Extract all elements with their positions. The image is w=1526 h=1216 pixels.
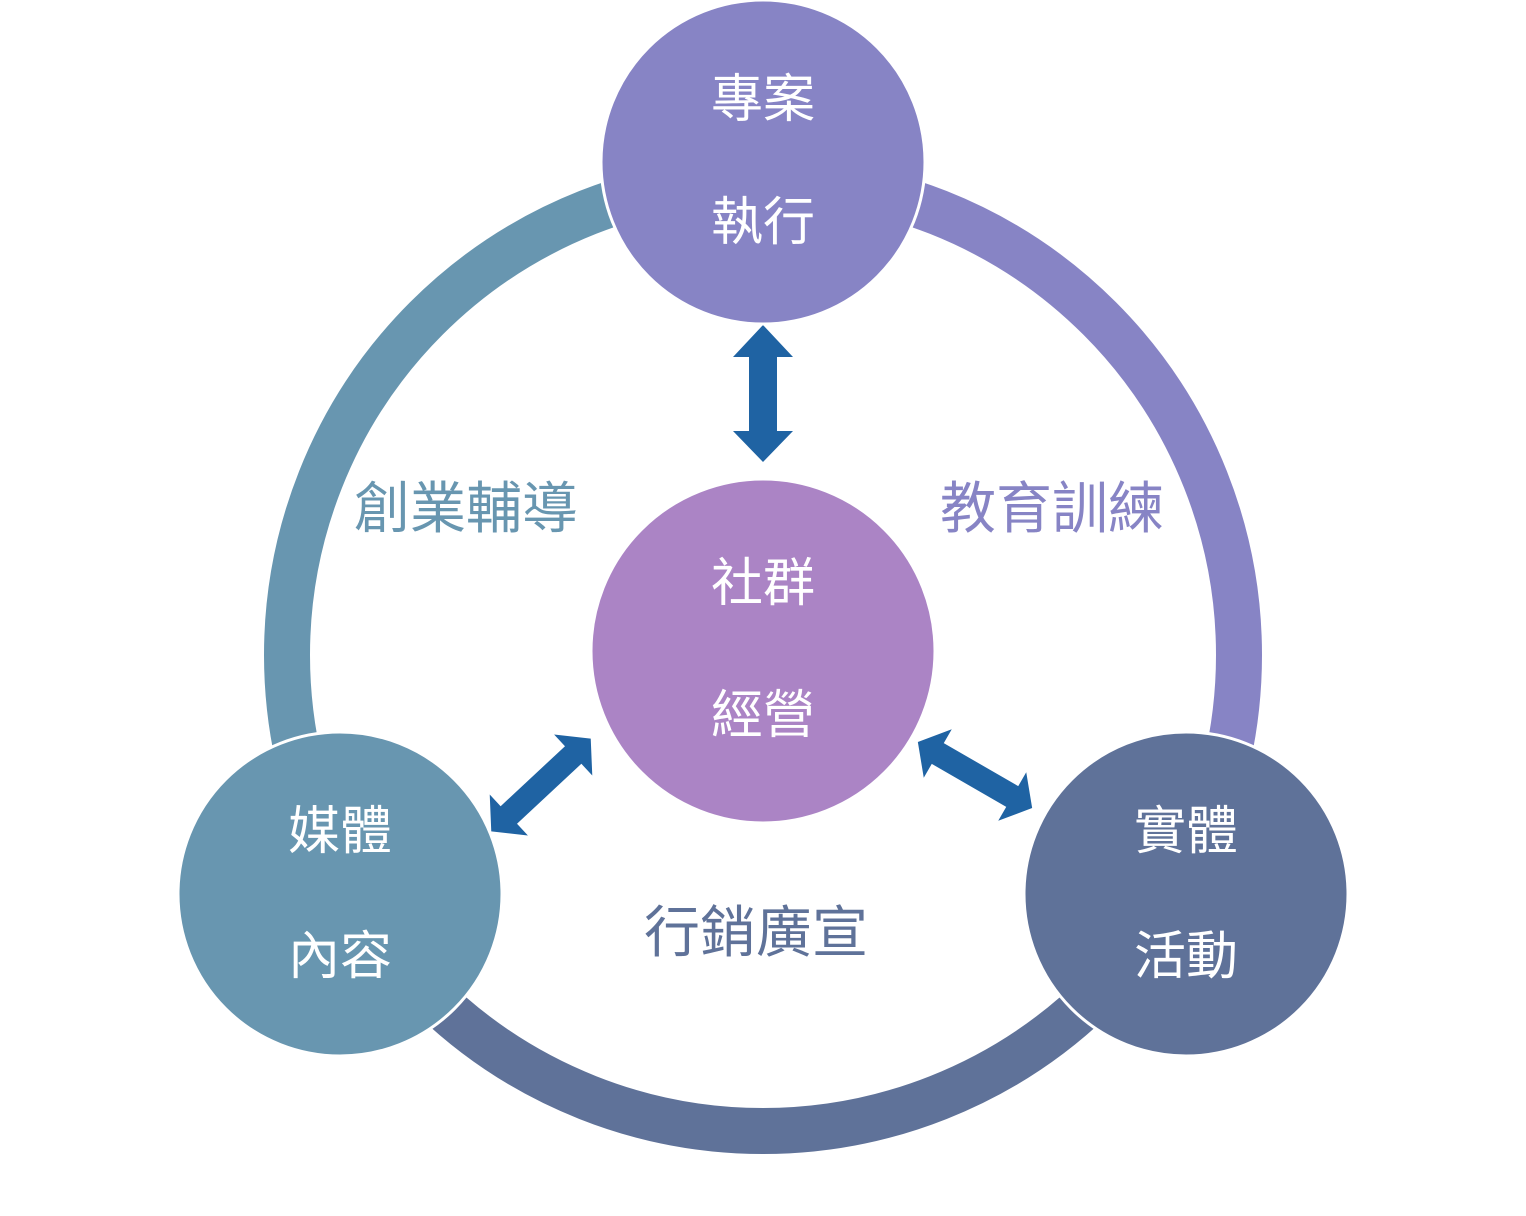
arc-right [763, 156, 1262, 810]
node-left-line1: 媒體 [288, 802, 392, 862]
node-top [599, 0, 927, 326]
arrow-center-right [917, 729, 1033, 821]
node-center-line1: 社群 [711, 554, 815, 614]
arc-left [264, 156, 763, 810]
node-center-line2: 經營 [711, 686, 815, 746]
node-center [589, 477, 937, 825]
node-left [176, 730, 504, 1058]
node-left-line2: 內容 [288, 927, 392, 987]
arc-label-left: 創業輔導 [354, 477, 578, 542]
node-right-line1: 實體 [1134, 802, 1238, 862]
arrow-top-center [733, 325, 793, 462]
node-right-line2: 活動 [1134, 927, 1238, 987]
node-right [1022, 730, 1350, 1058]
node-top-line2: 執行 [711, 193, 815, 253]
arc-label-right: 教育訓練 [940, 477, 1164, 542]
arc-label-bottom: 行銷廣宣 [644, 901, 868, 966]
arrow-center-left [489, 734, 593, 836]
arc-bottom [288, 810, 1238, 1154]
node-top-line1: 專案 [711, 70, 815, 130]
